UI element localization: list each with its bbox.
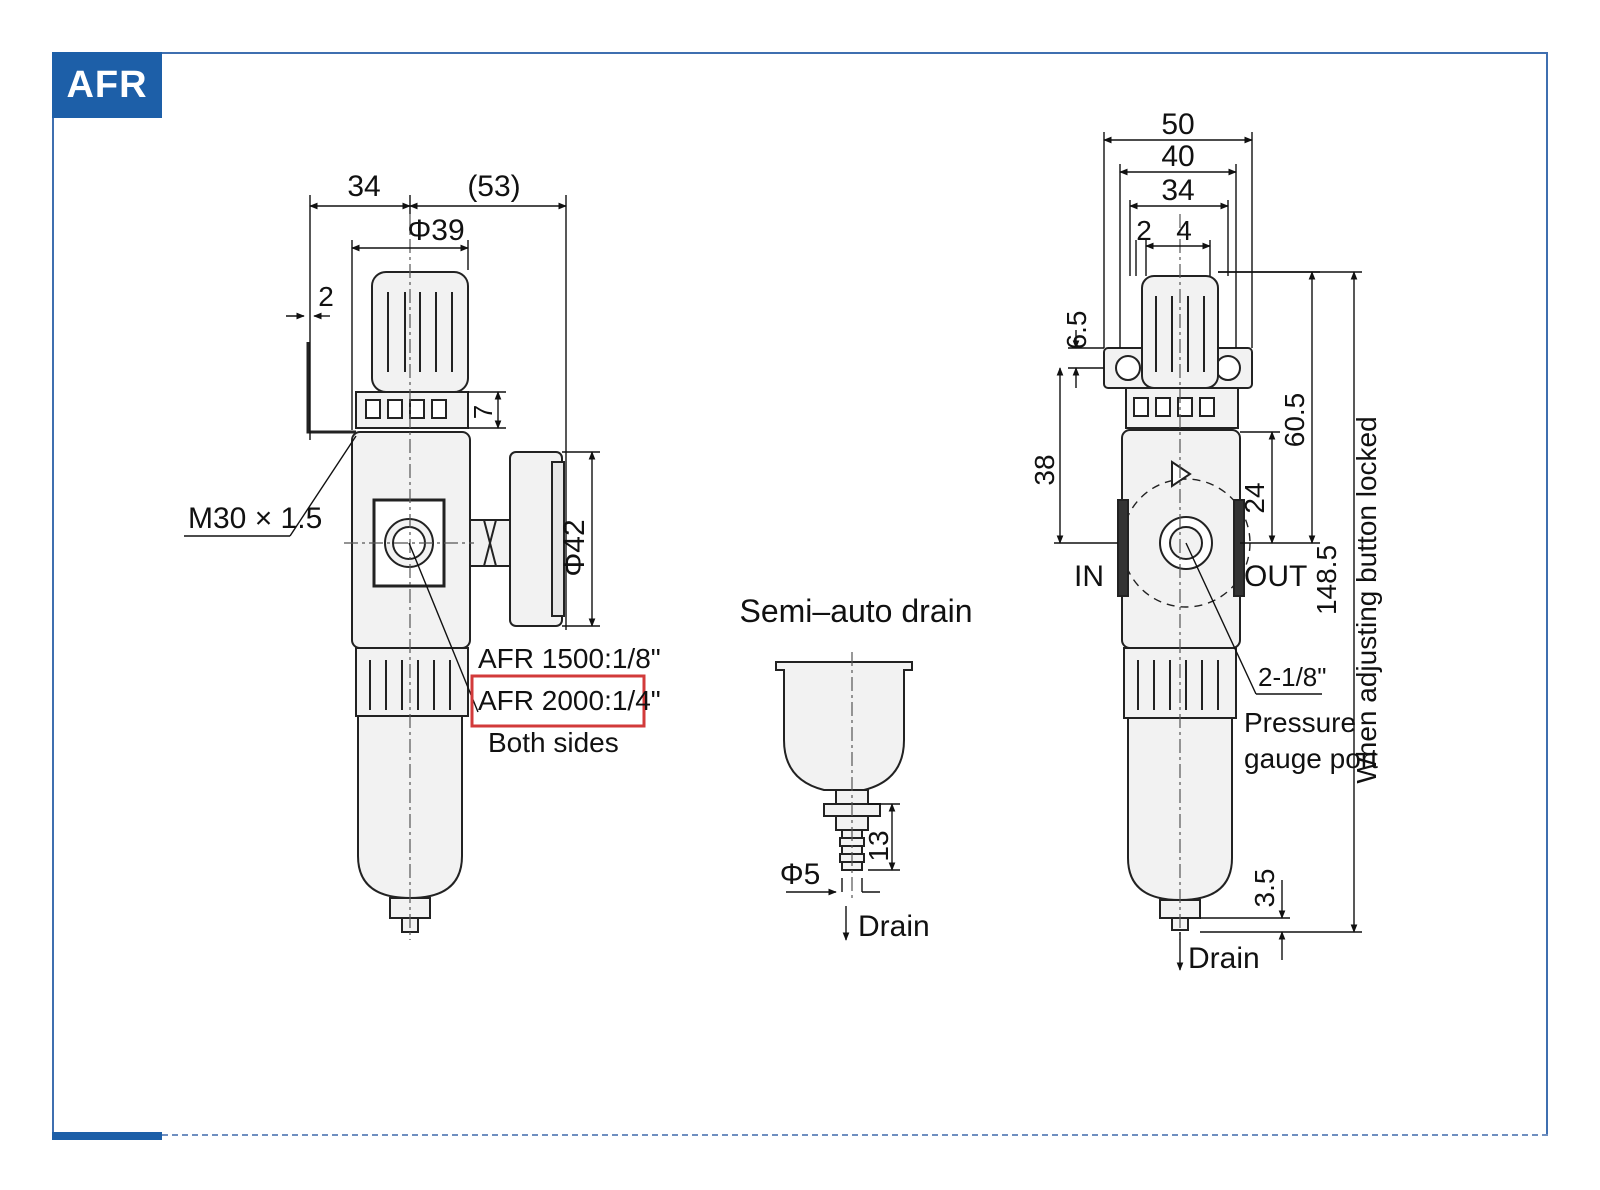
- dim-34: 34: [347, 170, 380, 203]
- drawing-frame: [52, 52, 1548, 1136]
- dim-4: 4: [1176, 215, 1192, 246]
- right-view: [1103, 275, 1253, 931]
- dim-50: 50: [1161, 108, 1194, 141]
- dim-24: 24: [1239, 482, 1270, 513]
- dim-2-right: 2: [1136, 215, 1152, 246]
- right-drain-label: Drain: [1188, 942, 1260, 975]
- port-1500-label: AFR 1500:1/8": [478, 643, 661, 674]
- dim-7: 7: [468, 405, 498, 419]
- dim-phi5: Φ5: [780, 858, 821, 891]
- dim-34-right: 34: [1161, 174, 1194, 207]
- highlight-box: [470, 674, 646, 728]
- gauge-label-line1: Pressure: [1244, 707, 1356, 738]
- thread-label: M30 × 1.5: [188, 502, 322, 535]
- dim-phi42: Φ42: [558, 519, 591, 576]
- dim-40: 40: [1161, 140, 1194, 173]
- bottom-tab: [52, 1132, 162, 1140]
- dim-148-5: 148.5: [1311, 545, 1342, 615]
- gauge-port-size: 2-1/8": [1258, 662, 1327, 692]
- left-view: [306, 271, 565, 933]
- bowl-guard: [355, 647, 469, 717]
- middle-drain-label: Drain: [858, 910, 930, 943]
- locked-note: When adjusting button locked: [1351, 416, 1382, 783]
- dim-3-5: 3.5: [1249, 869, 1280, 908]
- model-badge: AFR: [52, 52, 162, 118]
- dim-53: (53): [467, 170, 520, 203]
- dim-2: 2: [318, 281, 334, 312]
- out-label: OUT: [1244, 560, 1307, 593]
- port-sides-label: Both sides: [488, 727, 619, 758]
- gauge-label-line2: gauge port: [1244, 743, 1378, 774]
- dim-13: 13: [863, 830, 894, 861]
- right-dimension-lines: [1054, 132, 1362, 971]
- dim-60-5: 60.5: [1279, 393, 1310, 448]
- dim-6-5: 6.5: [1061, 311, 1092, 350]
- port-2000-label: AFR 2000:1/4": [478, 685, 661, 716]
- middle-dimension-lines: [786, 803, 900, 941]
- mounting-bracket: [306, 342, 356, 434]
- dim-38: 38: [1029, 454, 1060, 485]
- bottom-dashed-border: [52, 1134, 1548, 1136]
- dim-phi39: Φ39: [407, 214, 464, 247]
- left-dimension-lines: [184, 195, 600, 713]
- in-label: IN: [1074, 560, 1104, 593]
- semi-auto-drain-title: Semi–auto drain: [739, 593, 972, 629]
